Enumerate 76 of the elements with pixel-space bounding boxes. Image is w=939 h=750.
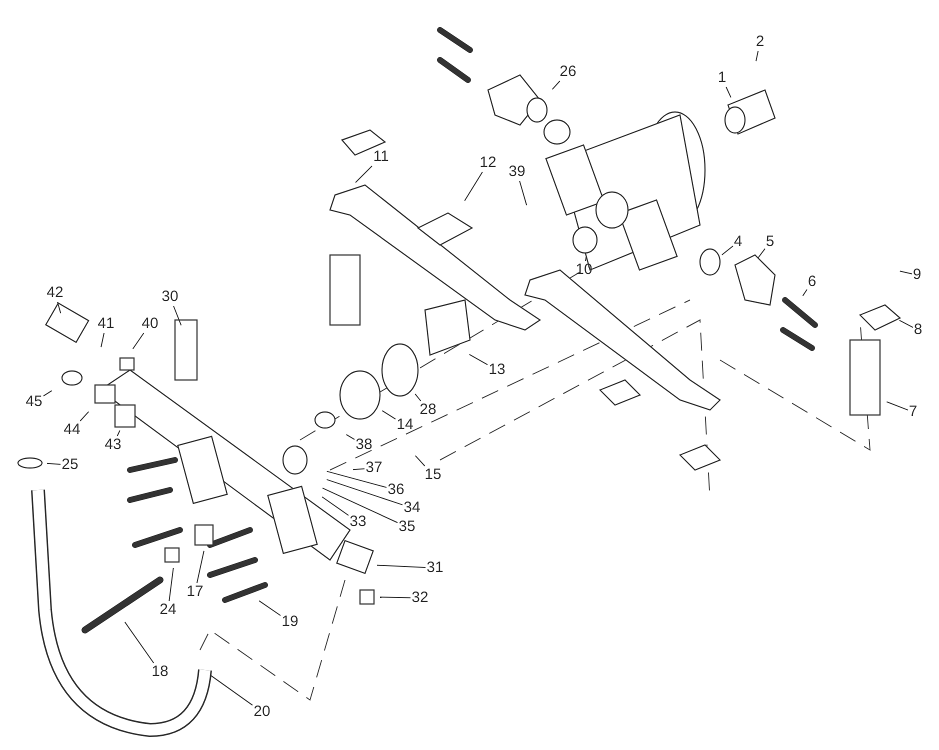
callout-number: 10: [576, 262, 592, 278]
callout-number: 35: [398, 519, 416, 535]
leader-line: [585, 256, 587, 262]
leader-line: [414, 393, 422, 402]
leader-line: [468, 354, 488, 366]
leader-line: [322, 496, 349, 516]
leader-line: [382, 410, 396, 420]
callout-number: 14: [396, 417, 414, 433]
leader-line: [210, 674, 253, 706]
leader-line: [326, 470, 387, 488]
callout-number: 4: [734, 234, 742, 250]
leader-line: [721, 246, 734, 256]
leader-line: [258, 600, 281, 616]
leader-line: [173, 306, 182, 326]
leader-line: [116, 430, 120, 436]
callout-number: 11: [373, 149, 389, 165]
callout-number: 24: [160, 602, 176, 618]
callout-number: 45: [26, 394, 42, 410]
leader-line: [124, 622, 154, 664]
callout-number: 41: [98, 316, 114, 332]
callout-number: 30: [162, 289, 178, 305]
callout-number: 17: [186, 584, 204, 600]
callout-number: 33: [350, 514, 366, 530]
callout-number: 43: [104, 437, 122, 453]
callout-number: 6: [808, 274, 816, 290]
leader-line: [57, 302, 62, 314]
leader-line: [46, 462, 61, 465]
callout-number: 2: [756, 34, 764, 50]
callout-number: 7: [908, 404, 918, 420]
callout-number: 31: [426, 560, 444, 576]
callout-number: 38: [356, 437, 372, 453]
leader-line: [802, 289, 808, 296]
leader-line: [80, 411, 90, 422]
leader-line: [380, 596, 411, 598]
leader-line: [519, 180, 528, 206]
callout-number: 18: [152, 664, 168, 680]
leader-line: [326, 479, 403, 506]
callout-number: 13: [488, 362, 506, 378]
leader-line: [355, 166, 372, 183]
callout-number: 42: [46, 285, 64, 301]
callout-number: 8: [914, 322, 922, 338]
callout-number: 37: [366, 460, 382, 476]
leader-line: [168, 567, 174, 602]
leader-line: [346, 434, 355, 440]
leader-line: [322, 488, 398, 524]
callout-number: 25: [62, 457, 78, 473]
callout-number: 36: [388, 482, 404, 498]
leader-line: [898, 320, 914, 328]
callout-number: 40: [142, 316, 158, 332]
leader-line: [43, 390, 52, 396]
callout-number: 1: [718, 70, 726, 86]
leader-line: [726, 86, 732, 98]
leader-line: [756, 50, 759, 62]
callout-number: 19: [282, 614, 298, 630]
callout-number: 5: [766, 234, 774, 250]
callout-number: 9: [912, 267, 922, 283]
leader-line: [196, 550, 204, 584]
leader-line: [464, 172, 483, 202]
leader-line: [132, 332, 144, 350]
callout-number: 34: [404, 500, 420, 516]
leader-line: [886, 401, 908, 411]
callout-number: 20: [254, 704, 270, 720]
callout-number: 12: [480, 155, 496, 171]
callout-number: 26: [560, 64, 576, 80]
leader-line: [552, 80, 560, 90]
leader-line: [758, 248, 766, 258]
callout-number: 28: [420, 402, 436, 418]
leader-line: [100, 332, 105, 348]
leader-line: [899, 270, 912, 274]
callout-number: 39: [508, 164, 526, 180]
callout-number: 44: [64, 422, 80, 438]
leader-line: [376, 564, 426, 568]
leader-line: [414, 455, 426, 466]
leader-line: [352, 468, 365, 470]
callout-number: 32: [412, 590, 428, 606]
callout-number: 15: [424, 467, 442, 483]
